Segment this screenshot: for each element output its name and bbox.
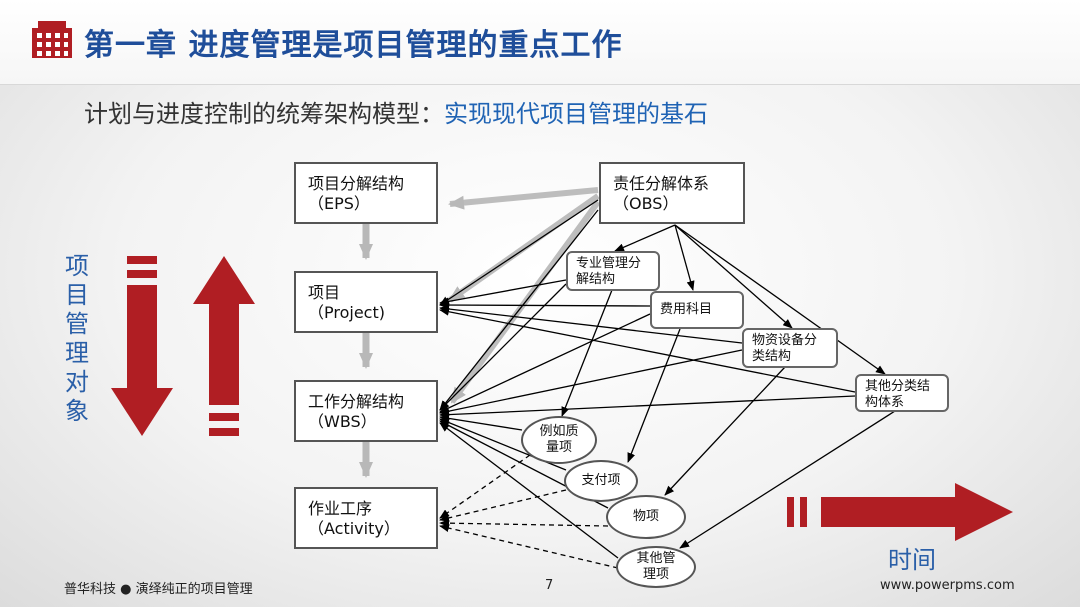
- vlabel-char: 管: [65, 310, 89, 338]
- project-box-line1: 项目: [308, 283, 341, 302]
- eps-box-line2: （EPS）: [308, 194, 370, 213]
- building-logo-icon: [32, 21, 72, 58]
- eps-box-line1: 项目分解结构: [308, 174, 405, 193]
- subtitle-prefix: 计划与进度控制的统筹架构模型：: [84, 100, 444, 128]
- material-item-line1: 物项: [632, 509, 659, 524]
- time-label: 时间: [888, 546, 936, 574]
- other-mgmt-item-ellipse: 其他管 理项: [616, 546, 696, 588]
- payment-item-line1: 支付项: [581, 473, 621, 488]
- obs-box-line1: 责任分解体系: [613, 174, 710, 193]
- footer-url: www.powerpms.com: [880, 578, 1015, 593]
- vlabel-char: 理: [65, 339, 89, 367]
- vlabel-char: 项: [65, 252, 89, 280]
- red-down-arrow-icon: [111, 256, 173, 436]
- eps-box: 项目分解结构 （EPS）: [294, 162, 438, 224]
- footer-company: 普华科技 ● 演绎纯正的项目管理: [64, 582, 253, 597]
- equipment-class-line1: 物资设备分: [752, 333, 818, 348]
- professional-mgmt-line1: 专业管理分: [576, 256, 642, 271]
- activity-box: 作业工序 （Activity）: [294, 487, 438, 549]
- activity-box-line1: 作业工序: [308, 499, 373, 518]
- wbs-box-line1: 工作分解结构: [308, 392, 405, 411]
- subtitle-highlight: 实现现代项目管理的基石: [444, 100, 708, 128]
- red-up-arrow-icon: [193, 256, 255, 436]
- wbs-box-line2: （WBS）: [308, 412, 377, 431]
- professional-mgmt-line2: 解结构: [576, 272, 616, 287]
- payment-item-ellipse: 支付项: [564, 460, 638, 502]
- vlabel-char: 象: [65, 397, 89, 425]
- project-box: 项目 （Project): [294, 271, 438, 333]
- equipment-class-line2: 类结构: [752, 349, 792, 364]
- quality-item-line2: 量项: [545, 440, 572, 455]
- professional-mgmt-box: 专业管理分 解结构: [566, 251, 660, 291]
- other-mgmt-item-line1: 其他管: [636, 551, 676, 566]
- footer-page-number: 7: [545, 578, 554, 593]
- project-mgmt-object-label: 项 目 管 理 对 象: [62, 252, 92, 426]
- other-class-line1: 其他分类结: [865, 379, 931, 394]
- quality-item-line1: 例如质: [539, 424, 579, 439]
- material-item-ellipse: 物项: [606, 495, 686, 539]
- activity-box-line2: （Activity）: [308, 519, 400, 538]
- slide-header: 第一章 进度管理是项目管理的重点工作: [0, 0, 1080, 85]
- wbs-box: 工作分解结构 （WBS）: [294, 380, 438, 442]
- page-title: 第一章 进度管理是项目管理的重点工作: [84, 28, 623, 63]
- vlabel-char: 目: [65, 281, 89, 309]
- other-mgmt-item-line2: 理项: [642, 567, 669, 582]
- cost-account-line1: 费用科目: [660, 302, 713, 317]
- cost-account-box: 费用科目: [650, 291, 744, 329]
- vlabel-char: 对: [65, 368, 89, 396]
- other-class-line2: 构体系: [865, 395, 905, 410]
- equipment-class-box: 物资设备分 类结构: [742, 328, 838, 368]
- obs-box-line2: （OBS）: [613, 194, 679, 213]
- obs-box: 责任分解体系 （OBS）: [599, 162, 745, 224]
- other-class-box: 其他分类结 构体系: [855, 374, 949, 412]
- red-right-arrow-icon: [787, 483, 1013, 541]
- quality-item-ellipse: 例如质 量项: [521, 416, 597, 464]
- subtitle: 计划与进度控制的统筹架构模型：实现现代项目管理的基石: [84, 94, 708, 129]
- project-box-line2: （Project): [308, 303, 385, 322]
